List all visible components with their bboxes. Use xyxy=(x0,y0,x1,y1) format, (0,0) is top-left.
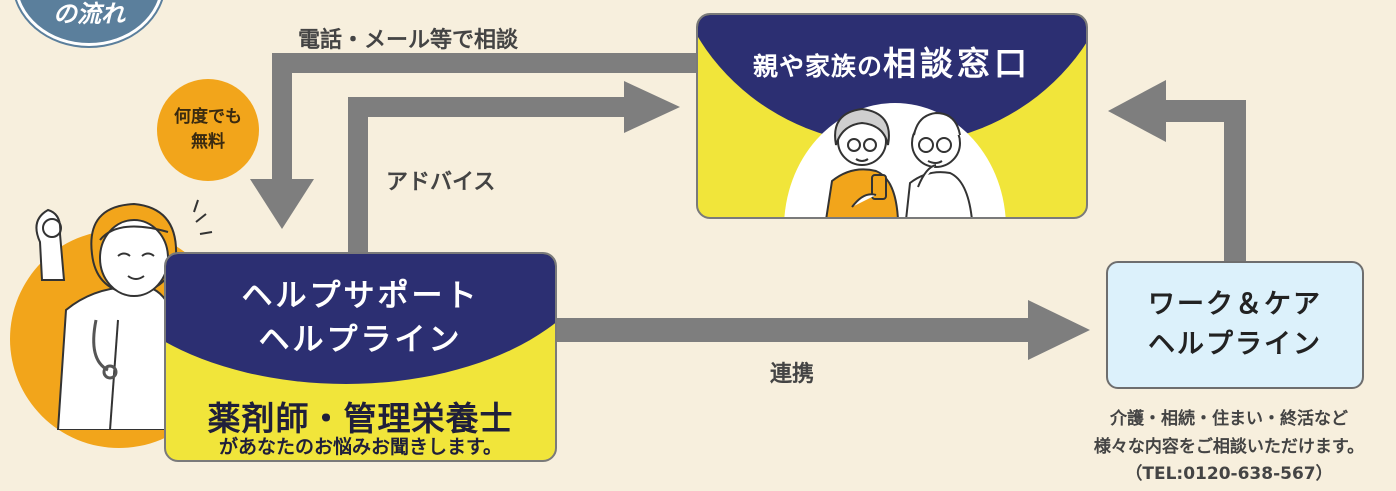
work-note-line2: 様々な内容をご相談いただけます。 xyxy=(1093,436,1365,457)
help-support-card: ヘルプサポート ヘルプライン 薬剤師・管理栄養士 があなたのお悩みお聞きします。 xyxy=(164,252,557,462)
free-badge-line2: 無料 xyxy=(191,132,225,152)
consult-arrow xyxy=(250,53,698,229)
advice-label: アドバイス xyxy=(386,170,496,195)
flow-badge-label: の流れ xyxy=(53,0,125,28)
help-support-name: ヘルプサポート ヘルプライン xyxy=(166,274,555,362)
help-support-name-line1: ヘルプサポート xyxy=(241,278,480,314)
coordination-arrow xyxy=(556,300,1090,360)
help-support-name-line2: ヘルプライン xyxy=(258,322,463,359)
free-badge: 何度でも 無料 xyxy=(157,79,259,181)
work-care-helpline-card: ワーク＆ケア ヘルプライン xyxy=(1106,261,1364,389)
help-support-description: があなたのお悩みお聞きします。 xyxy=(218,436,503,458)
work-note-phone: （TEL:0120-638-567） xyxy=(1125,464,1333,485)
work-card-line2: ヘルプライン xyxy=(1148,329,1322,360)
coordination-label: 連携 xyxy=(770,362,815,387)
family-card-title: 親や家族の相談窓口 xyxy=(698,37,1086,85)
elderly-couple-illustration xyxy=(825,107,973,217)
free-badge-line1: 何度でも xyxy=(174,106,242,127)
work-to-family-arrow xyxy=(1108,80,1246,262)
advice-arrow xyxy=(348,81,680,257)
work-care-note: 介護・相続・住まい・終活など 様々な内容をご相談いただけます。 （TEL:012… xyxy=(1066,406,1392,489)
work-card-line1: ワーク＆ケア xyxy=(1148,288,1322,320)
family-card-title-main: 相談窓口 xyxy=(883,44,1031,83)
family-card-title-prefix: 親や家族の xyxy=(752,52,883,81)
work-note-line1: 介護・相続・住まい・終活など xyxy=(1110,409,1348,429)
consult-label: 電話・メール等で相談 xyxy=(298,28,519,53)
help-support-staff: 薬剤師・管理栄養士 xyxy=(207,399,514,438)
family-consultation-card: 親や家族の相談窓口 xyxy=(696,13,1088,219)
pharmacist-illustration xyxy=(35,199,213,430)
